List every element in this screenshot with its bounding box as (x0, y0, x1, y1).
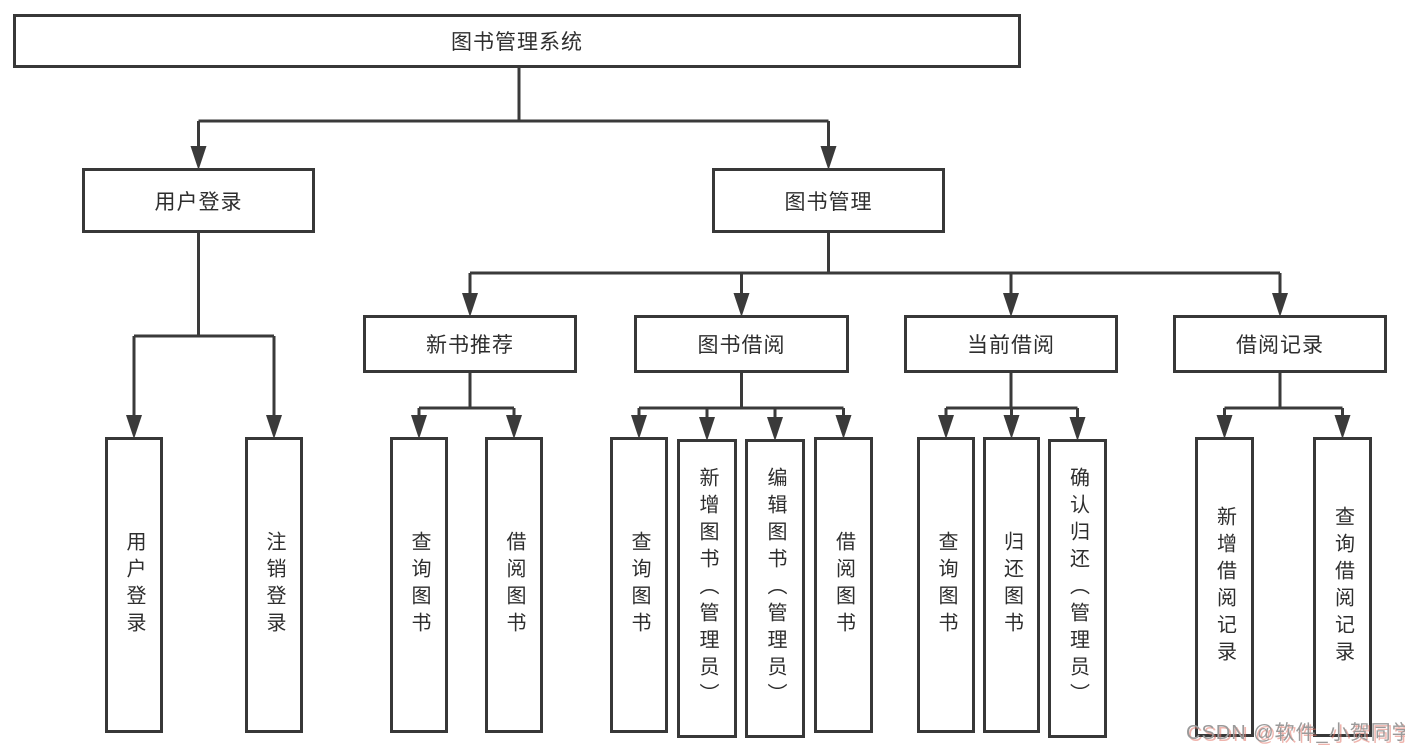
node-label: 归还图书 (1000, 531, 1023, 639)
node-label: 查询图书 (408, 531, 430, 639)
node-library-system: 图书管理系统 (13, 14, 1021, 68)
node-add-books-admin: 新增图书（管理员） (677, 439, 737, 738)
connector-borrowing-records (1216, 373, 1351, 439)
node-query-borrow-record: 查询借阅记录 (1313, 437, 1372, 737)
node-label: 用户登录 (123, 531, 145, 639)
node-label: 用户登录 (154, 190, 243, 214)
node-query-books-1: 查询图书 (390, 437, 448, 733)
node-new-book-recommend: 新书推荐 (363, 315, 577, 373)
node-label: 查询图书 (628, 531, 650, 639)
connector-new-book-recommend (411, 373, 522, 439)
node-label: 新书推荐 (426, 334, 514, 357)
connector-root (190, 68, 837, 170)
node-label: 图书管理系统 (451, 31, 583, 54)
node-logout: 注销登录 (245, 437, 303, 733)
node-borrow-books-2: 借阅图书 (814, 437, 873, 733)
node-label: 注销登录 (263, 531, 285, 639)
node-user-login-leaf: 用户登录 (105, 437, 163, 733)
node-confirm-return-admin: 确认归还（管理员） (1048, 439, 1107, 738)
node-label: 新增借阅记录 (1213, 506, 1236, 668)
node-query-books-3: 查询图书 (917, 437, 975, 733)
node-label: 查询图书 (935, 531, 957, 639)
node-label: 查询借阅记录 (1331, 506, 1354, 668)
connector-book-management (462, 233, 1288, 317)
node-label: 借阅图书 (503, 531, 525, 639)
node-query-books-2: 查询图书 (610, 437, 668, 733)
node-label: 确认归还（管理员） (1066, 467, 1089, 710)
node-label: 图书管理 (784, 190, 873, 214)
node-label: 当前借阅 (967, 334, 1055, 357)
connector-current-borrowing (938, 373, 1086, 441)
node-current-borrowing: 当前借阅 (904, 315, 1118, 373)
node-borrowing-records: 借阅记录 (1173, 315, 1387, 373)
node-user-login: 用户登录 (82, 168, 315, 233)
node-return-books: 归还图书 (983, 437, 1040, 733)
node-label: 新增图书（管理员） (696, 467, 718, 710)
node-borrow-books-1: 借阅图书 (485, 437, 543, 733)
node-label: 借阅记录 (1236, 334, 1324, 357)
connector-book-borrowing (631, 373, 852, 441)
node-book-borrowing: 图书借阅 (634, 315, 849, 373)
csdn-watermark: CSDN @软件_小贺同学 (1186, 722, 1405, 744)
node-book-management: 图书管理 (712, 168, 945, 233)
node-label: 图书借阅 (697, 334, 786, 357)
node-edit-books-admin: 编辑图书（管理员） (745, 439, 805, 738)
node-label: 编辑图书（管理员） (764, 467, 786, 710)
node-label: 借阅图书 (832, 531, 855, 639)
connector-user-login (126, 233, 282, 439)
node-add-borrow-record: 新增借阅记录 (1195, 437, 1254, 737)
